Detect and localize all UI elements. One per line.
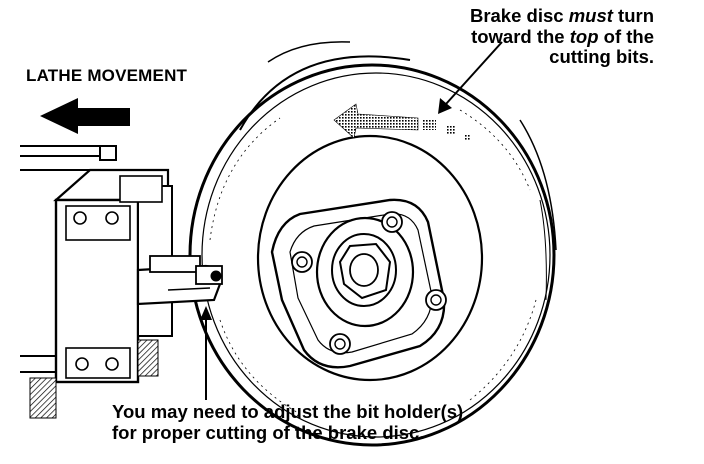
note-top-text: Brake disc <box>469 5 569 26</box>
lathe-movement-label: LATHE MOVEMENT <box>26 66 188 85</box>
note-top-text: of the <box>598 25 654 47</box>
lathe-rail <box>20 145 117 171</box>
bit-holder-note: You may need to adjust the bit holder(s)… <box>112 401 464 443</box>
wheel-stud <box>291 251 313 273</box>
bit-holder <box>136 255 223 306</box>
rotation-arrow <box>333 103 470 141</box>
wheel-hub <box>270 198 447 369</box>
wheel-stud <box>329 333 351 355</box>
note-top-emphasis: must <box>568 5 613 26</box>
lathe-movement-arrow <box>40 98 130 134</box>
note-bottom-line: You may need to adjust the bit holder(s) <box>112 401 464 422</box>
leader-arrow-bit-holder <box>200 306 212 400</box>
leader-arrow-disc <box>438 41 503 114</box>
note-bottom-line: for proper cutting of the brake disc. <box>112 421 425 443</box>
note-top-text: turn <box>612 5 654 26</box>
note-top-emphasis: top <box>569 25 599 47</box>
disc-rotation-note: Brake disc must turn toward the top of t… <box>469 5 654 68</box>
note-top-text: cutting bits. <box>549 46 654 68</box>
wheel-stud <box>381 211 403 233</box>
wheel-stud <box>425 289 447 311</box>
note-top-text: toward the <box>471 25 570 47</box>
